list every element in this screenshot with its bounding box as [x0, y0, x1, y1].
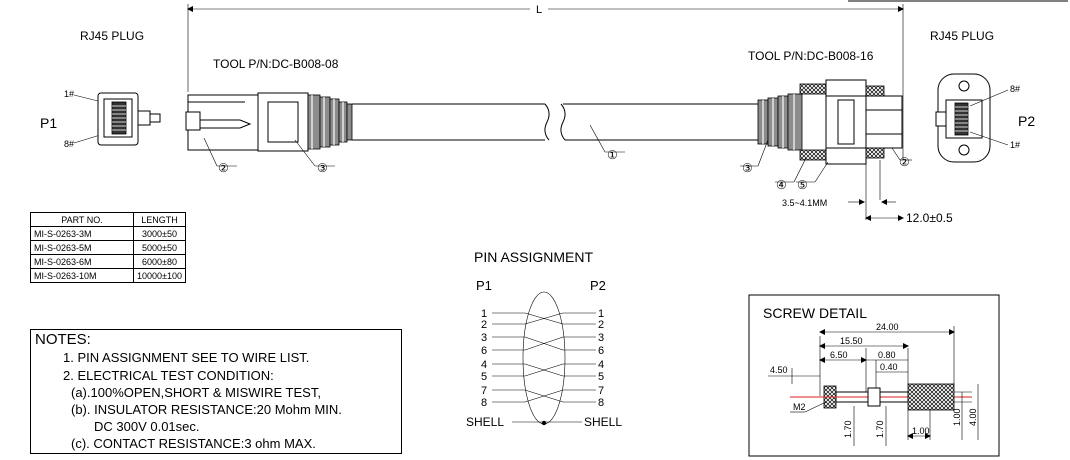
- left-connector: [185, 92, 353, 152]
- cable: [352, 103, 758, 141]
- shell-right-label: SHELL: [584, 415, 622, 429]
- left-pin-number: 4: [481, 359, 487, 371]
- right-pin-number: 2: [598, 319, 604, 331]
- right-pin-number: 4: [598, 359, 604, 371]
- shell-left-label: SHELL: [466, 415, 504, 429]
- pin-assignment-title: PIN ASSIGNMENT: [474, 249, 593, 265]
- pin-assignment-wires: [492, 291, 596, 426]
- callouts: ① ② ③ ③ ④ ⑤ ②: [203, 124, 912, 192]
- p2-face-view: [935, 73, 1009, 163]
- screw-gap-dimension: 3.5~4.1MM: [782, 198, 827, 208]
- dim-4-00: 4.00: [968, 408, 978, 426]
- length-header: LENGTH: [133, 212, 186, 227]
- tip-length-dimension: 12.0±0.5: [906, 211, 953, 225]
- right-pin-number: 8: [598, 397, 604, 409]
- right-pin1-label: 1#: [1010, 140, 1020, 150]
- callout-2-left: ②: [218, 161, 229, 175]
- notes-heading: NOTES:: [35, 331, 91, 348]
- overall-length-dimension: L: [187, 4, 904, 160]
- left-pin-number: 5: [481, 371, 487, 383]
- length-cell: 6000±80: [133, 254, 186, 269]
- dim-1-00-a: 1.00: [912, 426, 930, 436]
- right-connector: [757, 79, 903, 165]
- right-plug-label: RJ45 PLUG: [930, 29, 994, 43]
- dim-1-70-a: 1.70: [843, 420, 853, 438]
- parts-table: PART NO. LENGTH MI-S-0263-3M 3000±50 MI-…: [30, 212, 186, 283]
- screw-detail-title: SCREW DETAIL: [763, 305, 867, 321]
- left-pin-number: 8: [481, 397, 487, 409]
- dim-24: 24.00: [876, 322, 899, 332]
- pin-assignment-right-numbers: 1 2 3 6 4 5 7 8: [598, 308, 604, 409]
- callout-3-right: ③: [742, 161, 753, 175]
- right-pin-number: 1: [598, 308, 604, 320]
- dim-1-00-b: 1.00: [952, 408, 962, 426]
- p1-label: P1: [40, 115, 57, 131]
- right-pin8-label: 8#: [1010, 84, 1020, 94]
- left-plug-label: RJ45 PLUG: [80, 29, 144, 43]
- part-no-cell: MI-S-0263-5M: [30, 240, 134, 255]
- connector-dimensions: 3.5~4.1MM 12.0±0.5: [782, 160, 953, 225]
- dim-1-70-b: 1.70: [875, 420, 885, 438]
- length-cell: 5000±50: [133, 240, 186, 255]
- left-pin8-label: 8#: [64, 139, 74, 149]
- left-pin-number: 7: [481, 385, 487, 397]
- part-no-cell: MI-S-0263-3M: [30, 226, 134, 241]
- left-tool-label: TOOL P/N:DC-B008-08: [213, 57, 339, 71]
- part-no-header: PART NO.: [30, 212, 134, 227]
- p1-face-view: [73, 92, 161, 146]
- callout-1-cable: ①: [607, 148, 618, 162]
- table-row: MI-S-0263-6M 6000±80: [30, 254, 186, 269]
- table-row: MI-S-0263-3M 3000±50: [30, 226, 186, 241]
- callout-3-left: ③: [317, 161, 328, 175]
- left-pin-number: 1: [481, 308, 487, 320]
- note-item-2b-cont: DC 300V 0.01sec.: [94, 419, 200, 434]
- note-item-2c: (c). CONTACT RESISTANCE:3 ohm MAX.: [71, 436, 316, 451]
- callout-2-right: ②: [899, 155, 910, 169]
- dim-0-40: 0.40: [880, 362, 898, 372]
- length-cell: 10000±100: [133, 268, 186, 283]
- notes-box: NOTES: 1. PIN ASSIGNMENT SEE TO WIRE LIS…: [30, 329, 402, 454]
- left-pin-number: 6: [481, 345, 487, 357]
- left-pin1-label: 1#: [64, 89, 74, 99]
- part-no-cell: MI-S-0263-6M: [30, 254, 134, 269]
- dim-15-50: 15.50: [840, 336, 863, 346]
- p2-label: P2: [1018, 113, 1035, 129]
- note-item-2b: (b). INSULATOR RESISTANCE:20 Mohm MIN.: [71, 402, 342, 417]
- right-tool-label: TOOL P/N:DC-B008-16: [748, 49, 874, 63]
- left-pin-number: 2: [481, 319, 487, 331]
- note-item-2a: (a).100%OPEN,SHORT & MISWIRE TEST,: [71, 385, 321, 400]
- right-pin-number: 3: [598, 332, 604, 344]
- length-symbol: L: [536, 4, 542, 16]
- screw-detail: SCREW DETAIL 24.00 15.50 6.50 0.80 0.40 …: [748, 294, 1000, 457]
- parts-table-header: PART NO. LENGTH: [30, 212, 186, 227]
- table-row: MI-S-0263-5M 5000±50: [30, 240, 186, 255]
- note-item-1: 1. PIN ASSIGNMENT SEE TO WIRE LIST.: [63, 350, 310, 365]
- left-pin-number: 3: [481, 332, 487, 344]
- callout-4: ④: [776, 178, 787, 192]
- dim-0-80: 0.80: [878, 350, 896, 360]
- length-cell: 3000±50: [133, 226, 186, 241]
- right-pin-number: 6: [598, 345, 604, 357]
- pin-assignment-left-numbers: 1 2 3 6 4 5 7 8: [481, 308, 487, 409]
- pin-assignment-p1: P1: [476, 278, 492, 293]
- callout-5: ⑤: [797, 178, 808, 192]
- note-item-2: 2. ELECTRICAL TEST CONDITION:: [63, 368, 274, 383]
- screw-thread-m2: M2: [793, 402, 806, 412]
- right-pin-number: 7: [598, 385, 604, 397]
- pin-assignment-p2: P2: [590, 278, 606, 293]
- part-no-cell: MI-S-0263-10M: [30, 268, 134, 283]
- right-pin-number: 5: [598, 371, 604, 383]
- dim-6-50: 6.50: [830, 350, 848, 360]
- table-row: MI-S-0263-10M 10000±100: [30, 268, 186, 283]
- dim-4-50: 4.50: [770, 365, 788, 375]
